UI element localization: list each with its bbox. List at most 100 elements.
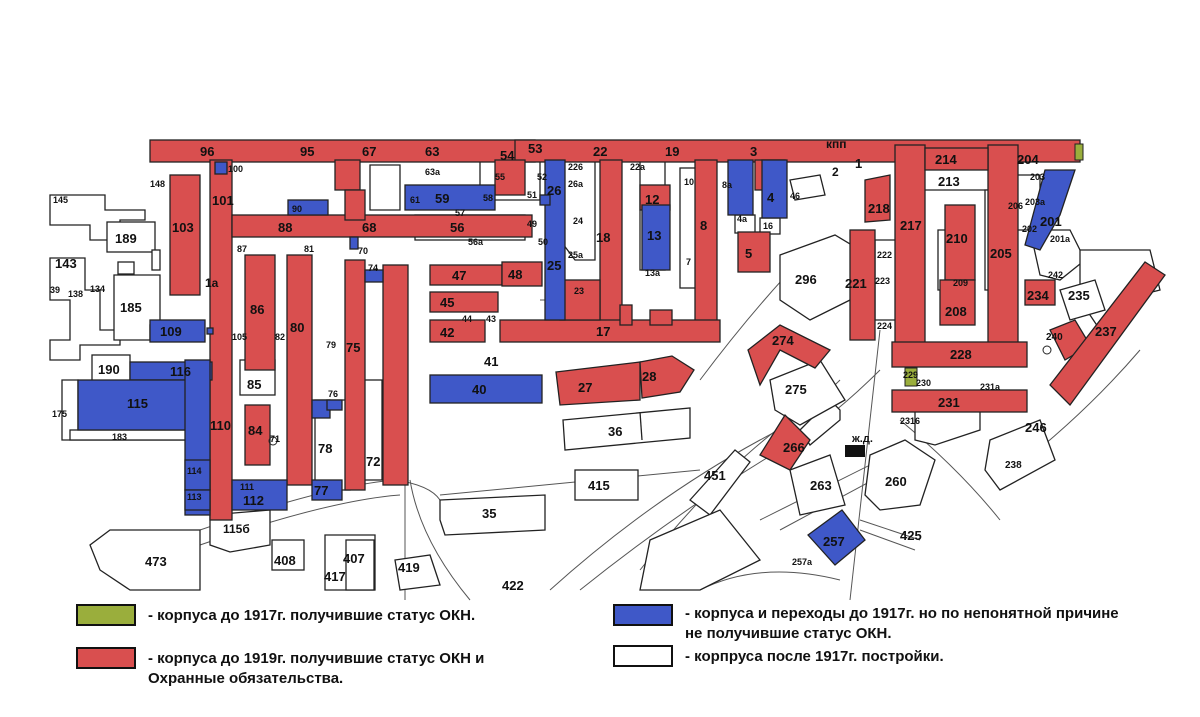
label-19: 19 [665,144,679,159]
label-115: 115 [127,396,148,411]
svg-text:4а: 4а [737,214,748,224]
svg-text:8а: 8а [722,180,733,190]
svg-text:56а: 56а [468,237,484,247]
svg-text:57: 57 [455,208,465,218]
small-labels: 145 148 143 39 138 134 183 175 105 82 87… [50,162,1071,567]
label-90: 90 [292,204,302,214]
label-419: 419 [398,560,420,575]
label-201: 201 [1040,214,1062,229]
no-status-buildings [77,159,1076,566]
label-54: 54 [500,148,515,163]
legend-text-no-status: - корпуса и переходы до 1917г. но по неп… [685,605,1119,642]
label-13: 13 [647,228,661,243]
label-185: 185 [120,300,142,315]
label-28: 28 [642,369,656,384]
label-208: 208 [945,304,967,319]
label-26: 26 [547,183,561,198]
label-407: 407 [343,551,365,566]
svg-text:81: 81 [304,244,314,254]
label-266: 266 [783,440,805,455]
label-45: 45 [440,295,454,310]
svg-text:10: 10 [684,177,694,187]
svg-text:231а: 231а [980,382,1001,392]
svg-text:2: 2 [832,165,839,179]
svg-text:134: 134 [90,284,105,294]
legend-text-after-1917: - корпруса после 1917г. постройки. [685,648,944,665]
svg-text:115б: 115б [223,522,250,536]
label-260: 260 [885,474,907,489]
svg-text:44: 44 [462,314,472,324]
svg-text:51: 51 [527,190,537,200]
label-229: 229 [903,370,918,380]
kpp-label: кпп [826,137,847,151]
label-214: 214 [935,152,957,167]
svg-text:105: 105 [232,332,247,342]
legend-swatch-no-status [613,604,673,626]
label-75: 75 [346,340,360,355]
svg-text:58: 58 [483,193,493,203]
label-204: 204 [1017,152,1039,167]
label-210: 210 [946,231,968,246]
svg-text:222: 222 [877,250,892,260]
label-25: 25 [547,258,561,273]
label-109: 109 [160,324,182,339]
label-234: 234 [1027,288,1049,303]
label-473: 473 [145,554,167,569]
legend-swatch-okn-before-1917 [76,604,136,626]
label-425: 425 [900,528,922,543]
svg-text:52: 52 [537,172,547,182]
railway-marker [845,445,865,457]
svg-text:148: 148 [150,179,165,189]
label-86: 86 [250,302,264,317]
svg-text:226: 226 [568,162,583,172]
label-80: 80 [290,320,304,335]
svg-text:50: 50 [538,237,548,247]
legend-swatch-okn-protection [76,647,136,669]
svg-text:2316: 2316 [900,416,920,426]
label-231: 231 [938,395,960,410]
label-12: 12 [645,192,659,207]
svg-text:143: 143 [55,256,77,271]
label-95: 95 [300,144,314,159]
label-240: 240 [1046,332,1063,343]
svg-text:202: 202 [1022,224,1037,234]
label-113: 113 [187,492,202,502]
label-78: 78 [318,441,332,456]
label-246: 246 [1025,420,1047,435]
svg-text:74: 74 [368,263,378,273]
legend-text-okn-protection: - корпуса до 1919г. получившие статус ОК… [148,650,485,687]
svg-text:175: 175 [52,409,67,419]
svg-text:70: 70 [358,246,368,256]
svg-text:26а: 26а [568,179,584,189]
label-228: 228 [950,347,972,362]
svg-text:43: 43 [486,314,496,324]
label-59: 59 [435,191,449,206]
label-116: 116 [170,364,191,379]
svg-text:230: 230 [916,378,931,388]
svg-text:209: 209 [953,278,968,288]
label-112: 112 [243,493,264,508]
label-274: 274 [772,333,794,348]
label-417: 417 [324,569,346,584]
legend-text-okn-before-1917: - корпуса до 1917г. получившие статус ОК… [148,607,476,624]
svg-text:22а: 22а [630,162,646,172]
svg-text:61: 61 [410,195,420,205]
railway-label: ж.д. [851,433,873,445]
svg-text:257а: 257а [792,557,813,567]
label-8: 8 [700,218,707,233]
legend-swatch-after-1917 [613,645,673,667]
label-3: 3 [750,144,757,159]
svg-text:87: 87 [237,244,247,254]
label-84: 84 [248,423,263,438]
svg-text:223: 223 [875,276,890,286]
label-77: 77 [314,483,328,498]
svg-text:55: 55 [495,172,505,182]
svg-text:24: 24 [573,216,583,226]
label-1: 1 [855,156,862,171]
okn-before-1917-buildings [904,143,1084,387]
label-257: 257 [823,534,845,549]
svg-text:206: 206 [1008,201,1023,211]
label-217: 217 [900,218,922,233]
svg-text:242: 242 [1048,270,1063,280]
